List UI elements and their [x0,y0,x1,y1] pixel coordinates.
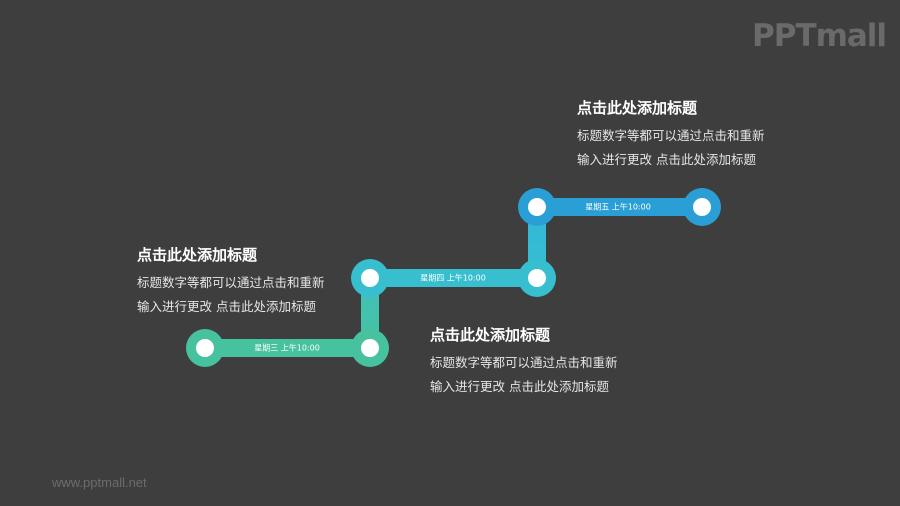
pptmall-logo: PPTmall [752,18,887,54]
block-title[interactable]: 点击此处添加标题 [430,326,551,344]
step-label-3: 星期五 上午10:00 [585,202,651,212]
step-bar-2 [351,259,556,297]
block-body-line-1[interactable]: 标题数字等都可以通过点击和重新 [430,355,618,370]
text-block-2: 点击此处添加标题 标题数字等都可以通过点击和重新 输入进行更改 点击此处添加标题 [430,325,618,399]
block-body-line-1[interactable]: 标题数字等都可以通过点击和重新 [577,128,765,143]
block-body-line-1[interactable]: 标题数字等都可以通过点击和重新 [137,275,325,290]
block-body-line-2[interactable]: 输入进行更改 点击此处添加标题 [137,299,316,314]
step-bar-1 [186,329,389,367]
block-title[interactable]: 点击此处添加标题 [577,99,698,117]
text-block-1: 点击此处添加标题 标题数字等都可以通过点击和重新 输入进行更改 点击此处添加标题 [137,245,325,319]
step-label-1: 星期三 上午10:00 [254,343,320,353]
footer-url: www.pptmall.net [52,475,147,490]
block-body-line-2[interactable]: 输入进行更改 点击此处添加标题 [430,379,609,394]
block-body-line-2[interactable]: 输入进行更改 点击此处添加标题 [577,152,756,167]
text-block-3: 点击此处添加标题 标题数字等都可以通过点击和重新 输入进行更改 点击此处添加标题 [577,98,765,172]
block-title[interactable]: 点击此处添加标题 [137,246,258,264]
step-bar-3 [518,188,721,226]
step-label-2: 星期四 上午10:00 [420,273,486,283]
